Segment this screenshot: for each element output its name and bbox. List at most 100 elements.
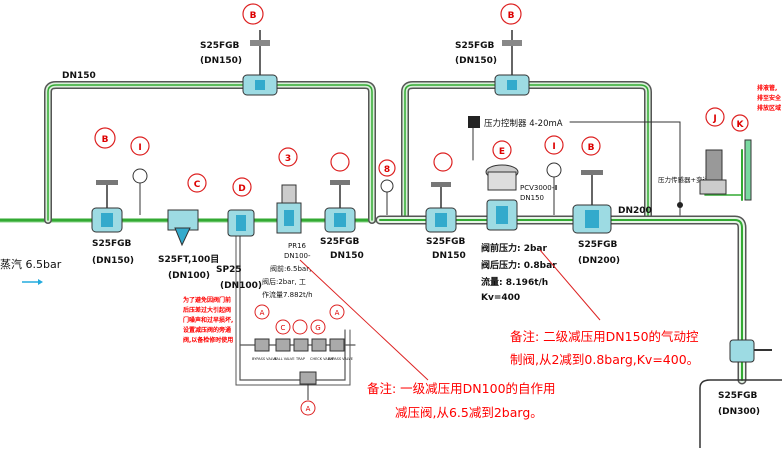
svg-text:A: A xyxy=(260,309,265,317)
leader-lines xyxy=(299,249,601,381)
marker-e: E xyxy=(492,140,512,160)
marker-b-top-left: B xyxy=(242,3,264,25)
marker-c-bypass: C xyxy=(275,319,291,335)
svg-text:I: I xyxy=(138,143,141,153)
marker-3: 3 xyxy=(278,147,298,167)
right-note-line-1: 备注: 二级减压用DN150的气动控 xyxy=(510,329,699,344)
marker-i-right: I xyxy=(544,135,564,155)
valve-mid-dn: DN150 xyxy=(330,251,364,261)
valve-dn200-label: S25FGB xyxy=(578,240,618,250)
marker-b-top-right: B xyxy=(500,3,522,25)
svg-text:B: B xyxy=(508,11,515,21)
valve-dn200-dn: (DN200) xyxy=(578,256,620,266)
mid-note-line-1: 备注: 一级减压用DN100的自作用 xyxy=(367,381,556,396)
steam-label: 蒸汽 6.5bar xyxy=(0,257,62,271)
marker-d: D xyxy=(232,177,252,197)
prv-param-1: 阀前:6.5bar, xyxy=(270,264,311,273)
pcv-param-2: 阀后压力: 0.8bar xyxy=(481,259,557,271)
marker-i-left: I xyxy=(130,136,150,156)
pressure-reducing-valve-icon xyxy=(276,184,302,234)
svg-text:8: 8 xyxy=(384,165,390,175)
svg-text:E: E xyxy=(499,147,505,157)
pcv-dn: DN150 xyxy=(520,194,544,202)
svg-text:C: C xyxy=(281,324,286,332)
top-right-valve-label: S25FGB xyxy=(455,41,495,51)
bypass-trap-icon xyxy=(299,371,317,400)
svg-text:C: C xyxy=(194,180,201,190)
bypass-valve-2-icon xyxy=(275,338,291,352)
svg-text:后压差过大引起阀: 后压差过大引起阀 xyxy=(183,306,231,314)
bypass-valve-3-icon xyxy=(293,338,309,352)
pcv-param-4: Kv=400 xyxy=(481,293,520,303)
svg-text:G: G xyxy=(315,324,320,332)
svg-text:J: J xyxy=(712,114,716,124)
pcv-model: PCV3000-Ⅱ xyxy=(520,184,558,192)
bypass-label-1: BYPASS VALVE xyxy=(252,357,277,361)
svg-text:B: B xyxy=(102,135,109,145)
valve-1-icon xyxy=(91,180,123,233)
pipe-dn200-label: DN200 xyxy=(618,206,652,216)
bypass-valve-4-icon xyxy=(311,338,327,352)
pressure-controller-label: 压力控制器 4-20mA xyxy=(484,118,563,129)
prv-model: PR16 xyxy=(288,242,307,250)
marker-a-right: A xyxy=(329,304,345,320)
valve-right-icon xyxy=(425,182,457,233)
steam-inlet-arrow xyxy=(22,279,43,285)
pressure-sensor-icon xyxy=(677,202,683,208)
bypass-valve-1-icon xyxy=(254,338,270,352)
marker-b-valve-1: B xyxy=(94,127,116,149)
tank-valve-dn: (DN300) xyxy=(718,407,760,417)
pipe-dn150-label: DN150 xyxy=(62,71,96,81)
strainer-dn: (DN100) xyxy=(168,271,210,281)
drain-note-1: 排液管, xyxy=(757,84,777,92)
bypass-red-note: 为了避免因阀门前 后压差过大引起阀 门噪声和过早损坏, 设置减压阀的旁通 阀,以… xyxy=(183,296,233,344)
valve-1-dn: (DN150) xyxy=(92,256,134,266)
svg-text:B: B xyxy=(250,11,257,21)
tank-valve-icon xyxy=(729,339,772,363)
top-right-valve-dn: (DN150) xyxy=(455,56,497,66)
svg-text:阀,以备检修时使用: 阀,以备检修时使用 xyxy=(183,336,233,344)
sp25-label: SP25 xyxy=(216,265,242,275)
svg-text:设置减压阀的旁通: 设置减压阀的旁通 xyxy=(183,326,231,334)
bypass-label-3: TRAP xyxy=(295,357,305,361)
valve-mid-label: S25FGB xyxy=(320,237,360,247)
bypass-valve-5-icon xyxy=(329,338,345,352)
pcv-param-1: 阀前压力: 2bar xyxy=(481,242,548,254)
pressure-sensor-label: 压力传感器+变送器 xyxy=(658,175,716,184)
marker-k: K xyxy=(731,114,749,132)
sp25-dn: (DN100) xyxy=(220,281,262,291)
safety-valve-icon xyxy=(699,149,727,195)
top-left-valve-label: S25FGB xyxy=(200,41,240,51)
svg-text:B: B xyxy=(588,143,595,153)
valve-right-dn: DN150 xyxy=(432,251,466,261)
strainer-label: S25FT,100目 xyxy=(158,254,219,265)
svg-text:I: I xyxy=(552,142,555,152)
drain-note-3: 排放区域 xyxy=(757,104,781,112)
right-note-line-2: 制阀,从2减到0.8barg,Kv=400。 xyxy=(510,352,699,367)
pressure-controller-icon xyxy=(468,116,480,128)
svg-text:A: A xyxy=(335,309,340,317)
tank-icon xyxy=(699,379,782,448)
exhaust-pipe-icon xyxy=(744,139,752,201)
tank-valve-label: S25FGB xyxy=(718,391,758,401)
svg-text:D: D xyxy=(238,184,245,194)
svg-text:A: A xyxy=(306,405,311,413)
svg-text:3: 3 xyxy=(285,154,291,164)
valve-right-label: S25FGB xyxy=(426,237,466,247)
prv-param-3: 作流量7.882t/h xyxy=(262,290,313,299)
marker-a-bottom: A xyxy=(300,400,316,416)
separator-icon xyxy=(227,209,255,237)
marker-j: J xyxy=(705,107,725,127)
marker-b-dn200: B xyxy=(581,136,601,156)
valve-dn200-icon xyxy=(572,170,612,234)
marker-a-left: A xyxy=(254,304,270,320)
pressure-gauge-right-icon xyxy=(546,162,562,215)
marker-c: C xyxy=(187,173,207,193)
marker-8: 8 xyxy=(378,159,396,177)
top-left-valve-dn: (DN150) xyxy=(200,56,242,66)
control-valve-icon xyxy=(485,164,519,231)
top-right-valve-icon xyxy=(494,30,530,96)
drain-note-2: 排至安全 xyxy=(757,94,782,102)
prv-param-2: 阀后:2bar, 工 xyxy=(262,277,306,286)
